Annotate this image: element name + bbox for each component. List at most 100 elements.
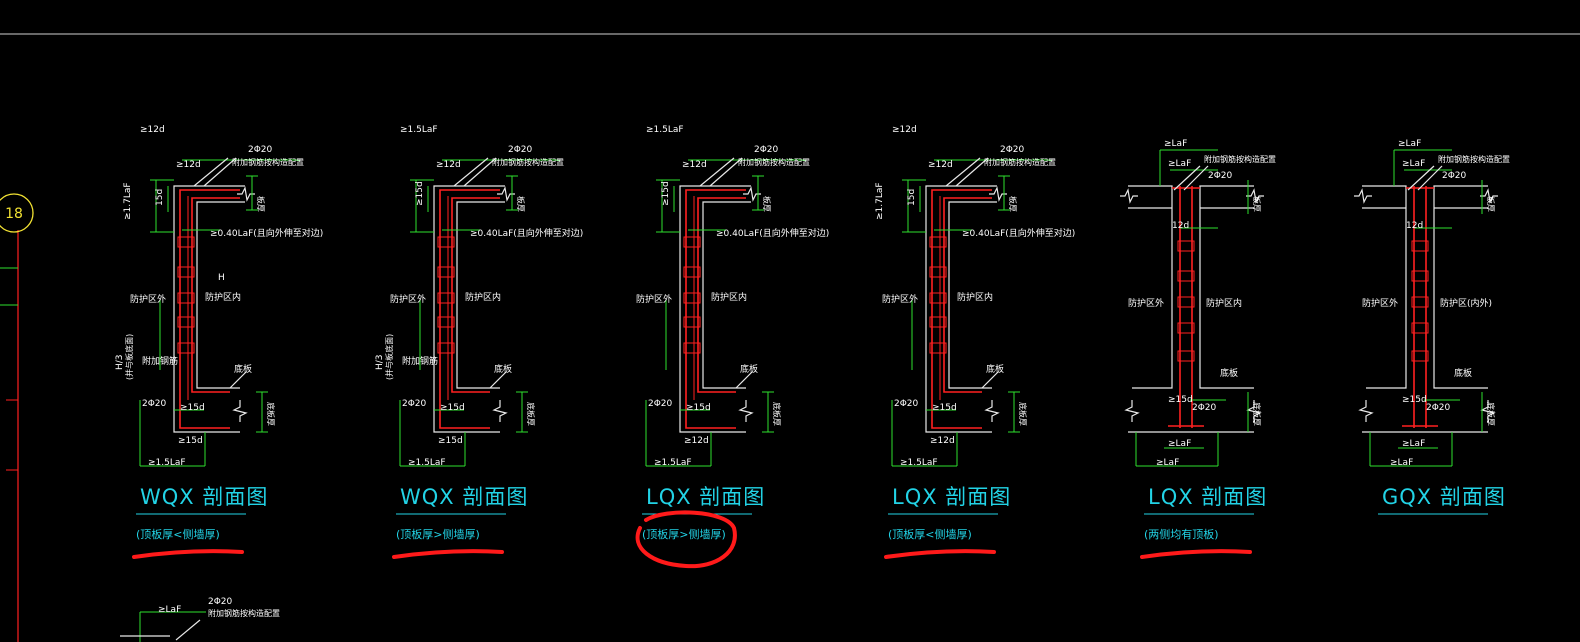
label-bottom-mid: ≥15d (1168, 395, 1193, 405)
label-top-dim: ≥LaF (1398, 139, 1421, 149)
label-inner-right: 防护区内 (711, 291, 747, 303)
stirrup (1177, 322, 1195, 334)
label-top-rebar: 2Φ20 (1000, 145, 1025, 155)
label-top-note: 附加钢筋按构造配置 (1438, 154, 1510, 164)
label-mid: 12d (1406, 221, 1423, 231)
stirrup (683, 316, 701, 328)
stirrup (1411, 322, 1429, 334)
label-top-note: 附加钢筋按构造配置 (492, 157, 564, 167)
wall-outline-right (1199, 185, 1254, 389)
slab-break-right (1480, 188, 1498, 204)
leader-diag (709, 157, 743, 187)
wall-outline-inner (948, 201, 997, 389)
inner-rebar (191, 197, 240, 393)
label-bottom-mid2: ≥15d (178, 436, 203, 446)
floor-break-right (1480, 400, 1496, 422)
section-6: ≥LaF≥LaF2Φ20附加钢筋按构造配置板厚12d防护区外防护区(内外)底板≥… (1354, 139, 1510, 515)
stirrup (1177, 270, 1195, 282)
stirrup (683, 292, 701, 304)
stirrup (929, 316, 947, 328)
partial-top-rebar: 2Φ20 (208, 597, 233, 607)
axis-marker[interactable]: 18 (0, 193, 34, 233)
stirrup (929, 342, 947, 354)
outer-rebar (931, 189, 992, 429)
label-outer-left: 防护区外 (390, 293, 426, 305)
label-left-mid: ≥15d (661, 181, 671, 206)
leader-diag (1173, 165, 1201, 191)
label-bottom-right2: 底板厚 (266, 402, 276, 426)
label-bottom-right2: 底板厚 (1018, 402, 1028, 426)
label-bottom-mid: ≥15d (686, 403, 711, 413)
outer-rebar (685, 189, 746, 429)
floor-break-left (1124, 400, 1140, 422)
floor-break-mark (738, 400, 754, 422)
leader-diag (463, 157, 497, 187)
label-outer-left: 防护区外 (636, 293, 672, 305)
label-right-top: 板厚 (1486, 196, 1496, 212)
section-title: LQX 剖面图 (646, 485, 765, 509)
label-top-dim2: ≥LaF (1402, 159, 1425, 169)
label-left-top: ≥1.7LaF (123, 182, 133, 220)
label-bottom-mid2: ≥12d (684, 436, 709, 446)
highlight-underline (132, 549, 244, 559)
stirrup (683, 236, 701, 248)
label-bottom-dim2: ≥LaF (1156, 458, 1179, 468)
label-lower-note: 附加钢筋 (142, 355, 178, 367)
axis-marker-label: 18 (5, 206, 23, 222)
label-inner-right: 防护区内 (465, 291, 501, 303)
label-right-top: 板厚 (1252, 196, 1262, 212)
stirrup (437, 266, 455, 278)
label-bottom-rebar: 2Φ20 (402, 399, 427, 409)
slab-break-left (1120, 188, 1138, 204)
label-lower-note: 附加钢筋 (402, 355, 438, 367)
slab-break-right (1246, 188, 1264, 204)
leader-diag (1417, 165, 1443, 191)
stirrup (683, 266, 701, 278)
slab-break-mark (237, 186, 255, 202)
label-bottom-dim: ≥1.5LaF (148, 458, 186, 468)
label-lower-left-note: (并与板底面) (124, 334, 134, 380)
section-subtitle: (顶板厚>侧墙厚) (642, 527, 726, 541)
label-bottom-rebar: 2Φ20 (894, 399, 919, 409)
slab-break-left (1354, 188, 1372, 204)
stirrup (177, 342, 195, 354)
label-top-note: 附加钢筋按构造配置 (232, 157, 304, 167)
label-bottom-right2: 底板厚 (526, 402, 536, 426)
wall-outline-left (1362, 185, 1407, 389)
label-bottom-rebar: 2Φ20 (648, 399, 673, 409)
label-inner-right: 防护区(内外) (1440, 297, 1492, 309)
stirrup (437, 316, 455, 328)
stirrup (929, 292, 947, 304)
partial-leader (175, 619, 201, 641)
axis-marker-circle (0, 193, 34, 233)
inner-rebar (943, 197, 992, 393)
slab-break-mark (743, 186, 761, 202)
outer-rebar (179, 189, 240, 429)
wall-outline-outer (679, 185, 751, 433)
stirrup (1411, 240, 1429, 252)
label-left-mid: 15d (155, 189, 165, 206)
label-bottom-mid2: ≥12d (930, 436, 955, 446)
label-bottom-right2: 底板厚 (1252, 402, 1262, 426)
label-top-rebar: 2Φ20 (508, 145, 533, 155)
leader-diag (193, 157, 229, 187)
partial-top-note: 附加钢筋按构造配置 (208, 608, 280, 618)
label-left-mid: 15d (907, 189, 917, 206)
leader-floor (981, 371, 999, 389)
label-bottom-dim2: ≥LaF (1390, 458, 1413, 468)
label-outer-left: 防护区外 (882, 293, 918, 305)
wall-outline-inner (702, 201, 751, 389)
label-bottom-rebar: 2Φ20 (1192, 403, 1217, 413)
wall-outline-inner (456, 201, 505, 389)
label-left-top: ≥1.7LaF (875, 182, 885, 220)
label-outer-left: 防护区外 (1362, 297, 1398, 309)
floor-break-mark (232, 400, 248, 422)
label-outer-left: 防护区外 (130, 293, 166, 305)
label-top-left: ≥12d (140, 125, 165, 135)
wall-outline-outer (433, 185, 505, 433)
